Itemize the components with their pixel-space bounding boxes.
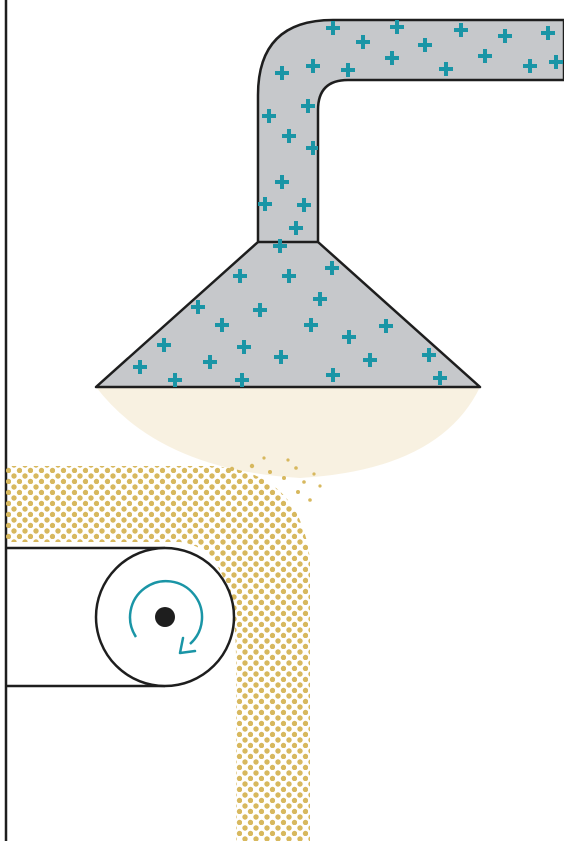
plus-ion-icon — [301, 99, 315, 113]
axle-icon — [155, 607, 175, 627]
plus-ion-icon — [237, 340, 251, 354]
plus-ion-icon — [258, 197, 272, 211]
roller — [94, 546, 236, 688]
plus-ion-icon — [549, 55, 563, 69]
plus-ion-icon — [203, 355, 217, 369]
plus-ion-icon — [133, 360, 147, 374]
plus-ion-icon — [157, 338, 171, 352]
plus-ion-icon — [433, 371, 447, 385]
plus-ion-icon — [289, 221, 303, 235]
plus-ion-icon — [306, 141, 320, 155]
plus-ion-icon — [313, 292, 327, 306]
plus-ion-icon — [282, 269, 296, 283]
plus-ion-icon — [341, 63, 355, 77]
plus-ion-icon — [191, 300, 205, 314]
plus-ion-icon — [275, 66, 289, 80]
plus-ion-icon — [390, 20, 404, 34]
plus-ion-icon — [325, 261, 339, 275]
plus-ion-icon — [385, 51, 399, 65]
plus-ion-icon — [478, 49, 492, 63]
plus-ion-icon — [379, 319, 393, 333]
plus-ion-icon — [363, 353, 377, 367]
plus-ion-icon — [262, 109, 276, 123]
plus-ion-icon — [454, 23, 468, 37]
plus-ion-icon — [274, 350, 288, 364]
plus-ion-icon — [523, 59, 537, 73]
plus-ion-icon — [273, 239, 287, 253]
plus-ion-icon — [253, 303, 267, 317]
plus-ion-icon — [235, 373, 249, 387]
plus-ion-icon — [297, 198, 311, 212]
ionizer-hood — [94, 18, 564, 389]
plus-ion-icon — [326, 368, 340, 382]
airflow-glow — [96, 387, 480, 478]
plus-ion-icon — [356, 35, 370, 49]
plus-ion-icon — [233, 269, 247, 283]
belt — [6, 546, 165, 688]
plus-ion-icon — [215, 318, 229, 332]
plus-ion-icon — [418, 38, 432, 52]
plus-ion-icon — [422, 348, 436, 362]
clockwise-rotation-arrow-icon — [128, 579, 204, 655]
plus-ion-icon — [168, 373, 182, 387]
plus-ion-icon — [306, 59, 320, 73]
plus-ion-icon — [326, 21, 340, 35]
material-web — [6, 456, 322, 841]
plus-ion-icon — [439, 62, 453, 76]
plus-ion-icon — [541, 26, 555, 40]
plus-ion-icon — [304, 318, 318, 332]
plus-ion-icon — [498, 29, 512, 43]
plus-ion-icon — [282, 129, 296, 143]
ion-group — [133, 20, 563, 387]
plus-ion-icon — [342, 330, 356, 344]
plus-ion-icon — [275, 175, 289, 189]
